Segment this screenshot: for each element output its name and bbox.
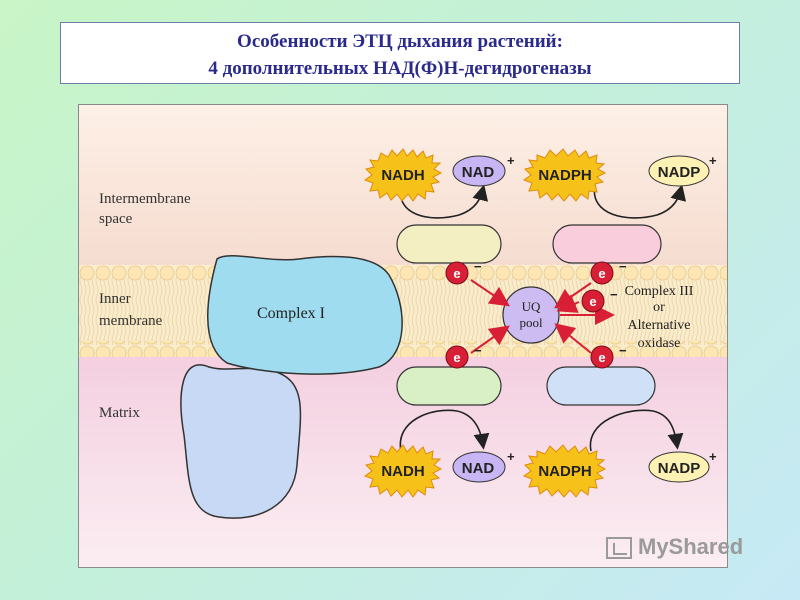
electron-symbol: e [598,266,605,281]
etc-diagram: Intermembrane space Inner membrane Matri… [79,105,727,567]
starburst-icon [522,148,607,202]
top-left-nadh: NADH [363,148,443,202]
electron-badge-bottom-right: e − [590,343,627,369]
label-inner-1: Inner [99,291,131,307]
electron-symbol: e [453,266,460,281]
electron-symbol: e [589,294,596,309]
donor-label: NADPH [538,463,591,480]
electron-badge-mid-right: e − [581,287,618,313]
electron-arrow-mid-right [556,294,580,313]
acceptor-sup: + [507,153,515,168]
acceptor-sup: + [709,153,717,168]
bottom-left-nadh: NADH [363,444,443,498]
acceptor-sup: + [507,449,515,464]
label-inner-2: membrane [99,313,163,329]
title-line-1: Особенности ЭТЦ дыхания растений: [237,31,563,52]
dehydrogenase-bottom-left [396,366,502,406]
bottom-right-nadp: NADP + [648,449,717,483]
electron-charge: − [474,343,482,358]
label-matrix: Matrix [99,405,140,421]
acceptor-label: NADP [658,164,701,181]
diagram-frame: Intermembrane space Inner membrane Matri… [78,104,728,568]
starburst-icon [363,444,443,498]
electron-badge-top-left: e − [445,259,482,285]
complex-i-matrix-arm [180,364,302,519]
electron-arrow-top-left [470,279,510,307]
acceptor-sup: + [709,449,717,464]
top-right-nadph: NADPH [522,148,607,202]
watermark: MyShared [606,534,743,560]
bottom-left-nad: NAD + [452,449,515,483]
electron-charge: − [474,259,482,274]
title-box: Особенности ЭТЦ дыхания растений: 4 допо… [60,22,740,84]
electron-charge: − [619,343,627,358]
electron-arrow-bottom-right [554,323,592,354]
complex-i-label: Complex I [257,305,325,322]
starburst-icon [522,444,607,498]
uq-pool-label-2: pool [519,315,543,330]
target-label-1: Complex III [625,284,694,299]
target-label-2: or [653,300,665,315]
target-label-4: oxidase [638,336,681,351]
top-left-nad: NAD + [452,153,515,187]
bottom-right-nadph: NADPH [522,444,607,498]
reaction-arrow-bottom-left [399,409,490,452]
acceptor-label: NADP [658,460,701,477]
membrane-heads-bottom [79,341,727,357]
membrane-heads-top [79,265,727,281]
membrane-tails [79,277,727,345]
starburst-icon [363,148,443,202]
acceptor-label: NAD [462,460,495,477]
top-right-nadp: NADP + [648,153,717,187]
electron-charge: − [619,259,627,274]
reaction-arrow-top-right [593,184,687,219]
dehydrogenase-top-left [396,224,502,264]
donor-label: NADPH [538,167,591,184]
label-intermembrane-2: space [99,211,133,227]
title-line-2: 4 дополнительных НАД(Ф)Н-дегидрогеназы [208,58,592,79]
dehydrogenase-bottom-right [546,366,656,406]
uq-pool-label-1: UQ [522,299,541,314]
electron-symbol: e [453,350,460,365]
uq-pool [502,286,560,344]
myshared-logo-icon [606,537,632,560]
electron-badge-top-right: e − [590,259,627,285]
donor-label: NADH [381,463,424,480]
electron-arrow-bottom-left [470,325,510,354]
watermark-text: MyShared [638,534,744,559]
electron-symbol: e [598,350,605,365]
donor-label: NADH [381,167,424,184]
electron-charge: − [610,287,618,302]
label-intermembrane-1: Intermembrane [99,191,191,207]
complex-i-membrane-arm [207,255,403,375]
acceptor-label: NAD [462,164,495,181]
reaction-arrow-bottom-right [589,409,684,452]
target-label-3: Alternative [628,318,691,333]
electron-badge-bottom-left: e − [445,343,482,369]
dehydrogenase-top-right [552,224,662,264]
reaction-arrow-top-left [399,184,489,219]
